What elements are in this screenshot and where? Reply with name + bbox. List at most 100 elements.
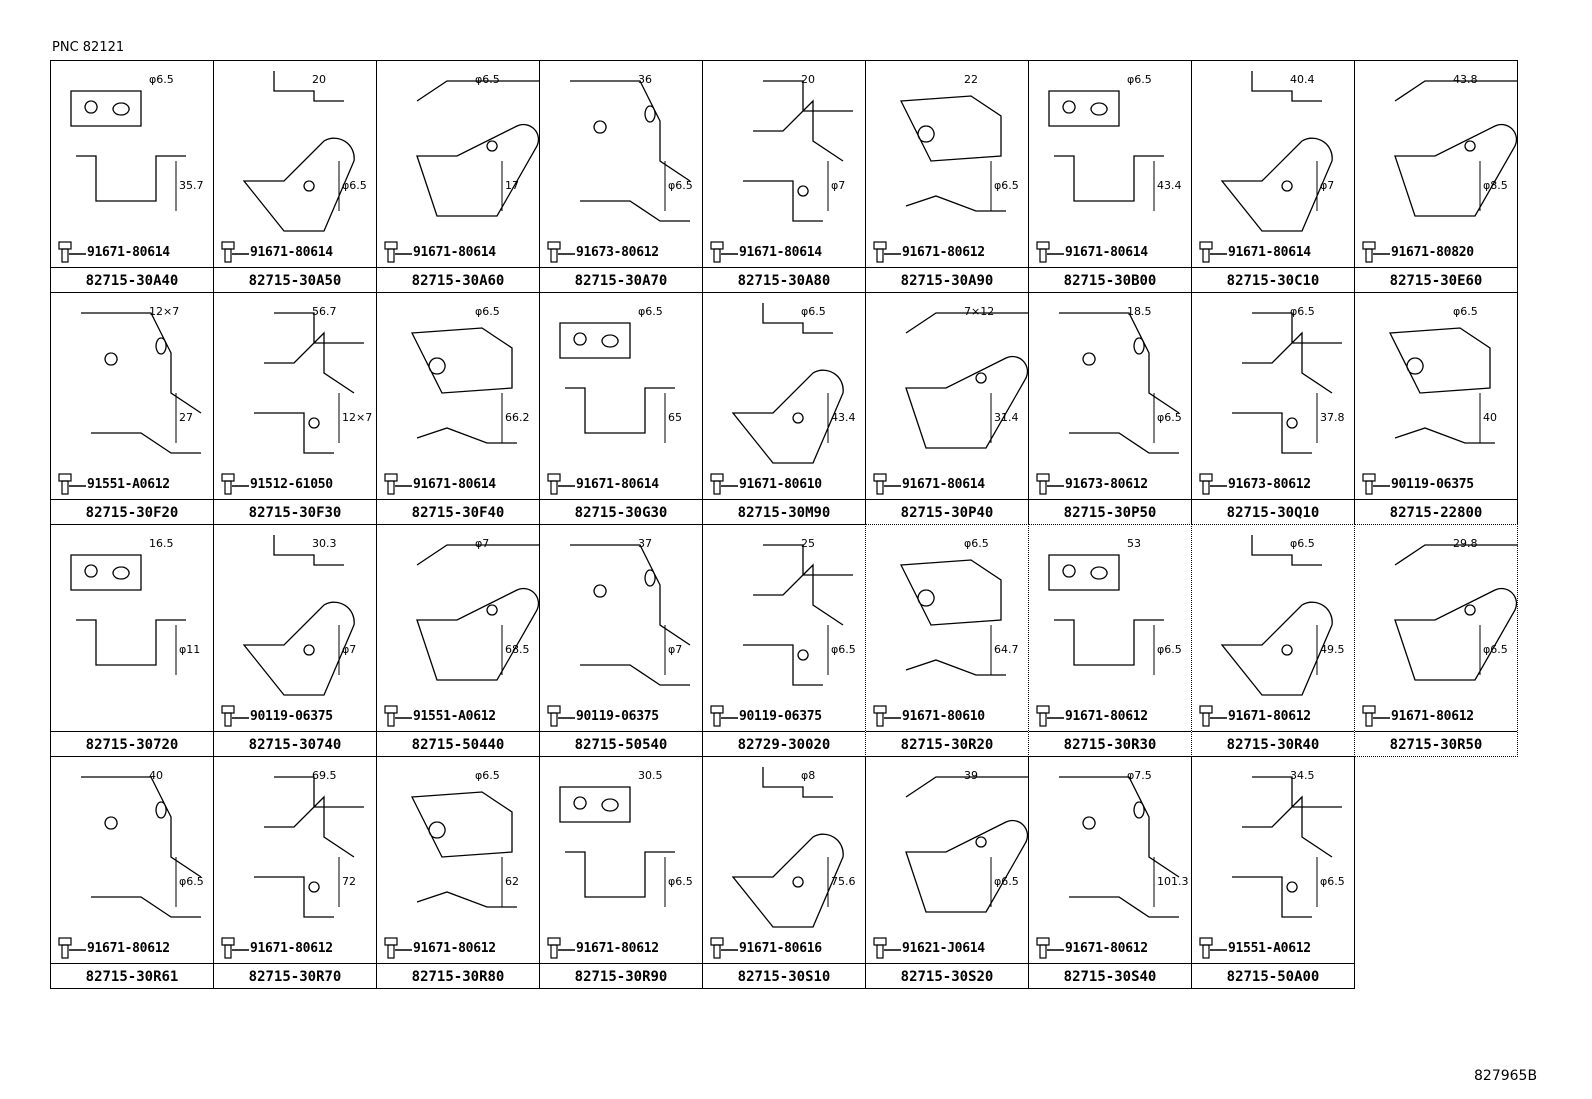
- bracket-drawing: [81, 776, 202, 918]
- dimension-label: 75.6: [831, 875, 856, 888]
- fastener-callout: 91671-80614: [1035, 241, 1148, 263]
- bracket-outline: [1388, 327, 1495, 444]
- dimension-label: 20: [801, 73, 815, 86]
- part-number: 82715-30R30: [1029, 731, 1191, 758]
- fastener-callout: 90119-06375: [546, 705, 659, 727]
- dimension-label: φ6.5: [1453, 305, 1478, 318]
- part-number: 82715-30F40: [377, 499, 539, 526]
- bracket-outline: [905, 776, 1029, 913]
- bracket-outline: [570, 80, 691, 222]
- part-number: 82715-50440: [377, 731, 539, 758]
- part-number: 82715-30R70: [214, 963, 376, 990]
- part-number: 82715-30G30: [540, 499, 702, 526]
- fastener-callout: 91551-A0612: [383, 705, 496, 727]
- dimension-label: 12×7: [149, 305, 180, 318]
- bolt-icon: [1362, 473, 1390, 495]
- bracket-outline: [70, 554, 186, 666]
- bolt-icon: [221, 241, 249, 263]
- dimension-label: φ6.5: [475, 73, 500, 86]
- fastener-number: 91671-80614: [250, 244, 333, 260]
- fastener-number: 91671-80610: [902, 708, 985, 724]
- bolt-icon: [710, 705, 738, 727]
- fastener-number: 91671-80614: [1065, 244, 1148, 260]
- dimension-label: 20: [312, 73, 326, 86]
- part-number: 82715-30P40: [866, 499, 1028, 526]
- dimension-label: φ7.5: [1127, 769, 1152, 782]
- bolt-icon: [547, 937, 575, 959]
- fastener-number: 91671-80614: [902, 476, 985, 492]
- dimension-label: 17: [505, 179, 519, 192]
- fastener-callout: 91671-80610: [872, 705, 985, 727]
- bracket-drawing: [570, 544, 691, 686]
- bracket-outline: [559, 322, 675, 434]
- bracket-drawing: [1394, 80, 1518, 217]
- fastener-callout: 91671-80612: [872, 241, 985, 263]
- bolt-icon: [58, 937, 86, 959]
- fastener-number: 91673-80612: [1228, 476, 1311, 492]
- dimension-label: 30.3: [312, 537, 337, 550]
- fastener-number: 91671-80614: [413, 244, 496, 260]
- dimension-label: φ7: [1320, 179, 1335, 192]
- dimension-label: φ6.5: [1290, 537, 1315, 550]
- dimension-label: φ8: [801, 769, 816, 782]
- dimension-label: 66.2: [505, 411, 530, 424]
- dimension-label: φ6.5: [1320, 875, 1345, 888]
- fastener-callout: 91671-80614: [709, 241, 822, 263]
- bolt-icon: [384, 473, 412, 495]
- fastener-number: 91512-61050: [250, 476, 333, 492]
- fastener-callout: 91671-80612: [57, 937, 170, 959]
- fastener-callout: 91671-80612: [546, 937, 659, 959]
- part-number: 82715-50A00: [1192, 963, 1354, 990]
- dimension-label: φ6.5: [1157, 643, 1182, 656]
- fastener-number: 91671-80614: [1228, 244, 1311, 260]
- part-number: 82715-30E60: [1355, 267, 1517, 294]
- bracket-drawing: [899, 559, 1006, 676]
- bracket-drawing: [1388, 327, 1495, 444]
- fastener-callout: 91673-80612: [1198, 473, 1311, 495]
- bracket-drawing: [242, 71, 355, 232]
- dimension-label: φ6.5: [149, 73, 174, 86]
- bracket-outline: [416, 544, 540, 681]
- part-number: 82715-30S20: [866, 963, 1028, 990]
- fastener-callout: 91671-80820: [1361, 241, 1474, 263]
- bracket-outline: [1232, 776, 1342, 918]
- fastener-number: 91671-80612: [250, 940, 333, 956]
- part-number: 82715-50540: [540, 731, 702, 758]
- pnc-label: PNC 82121: [52, 40, 125, 55]
